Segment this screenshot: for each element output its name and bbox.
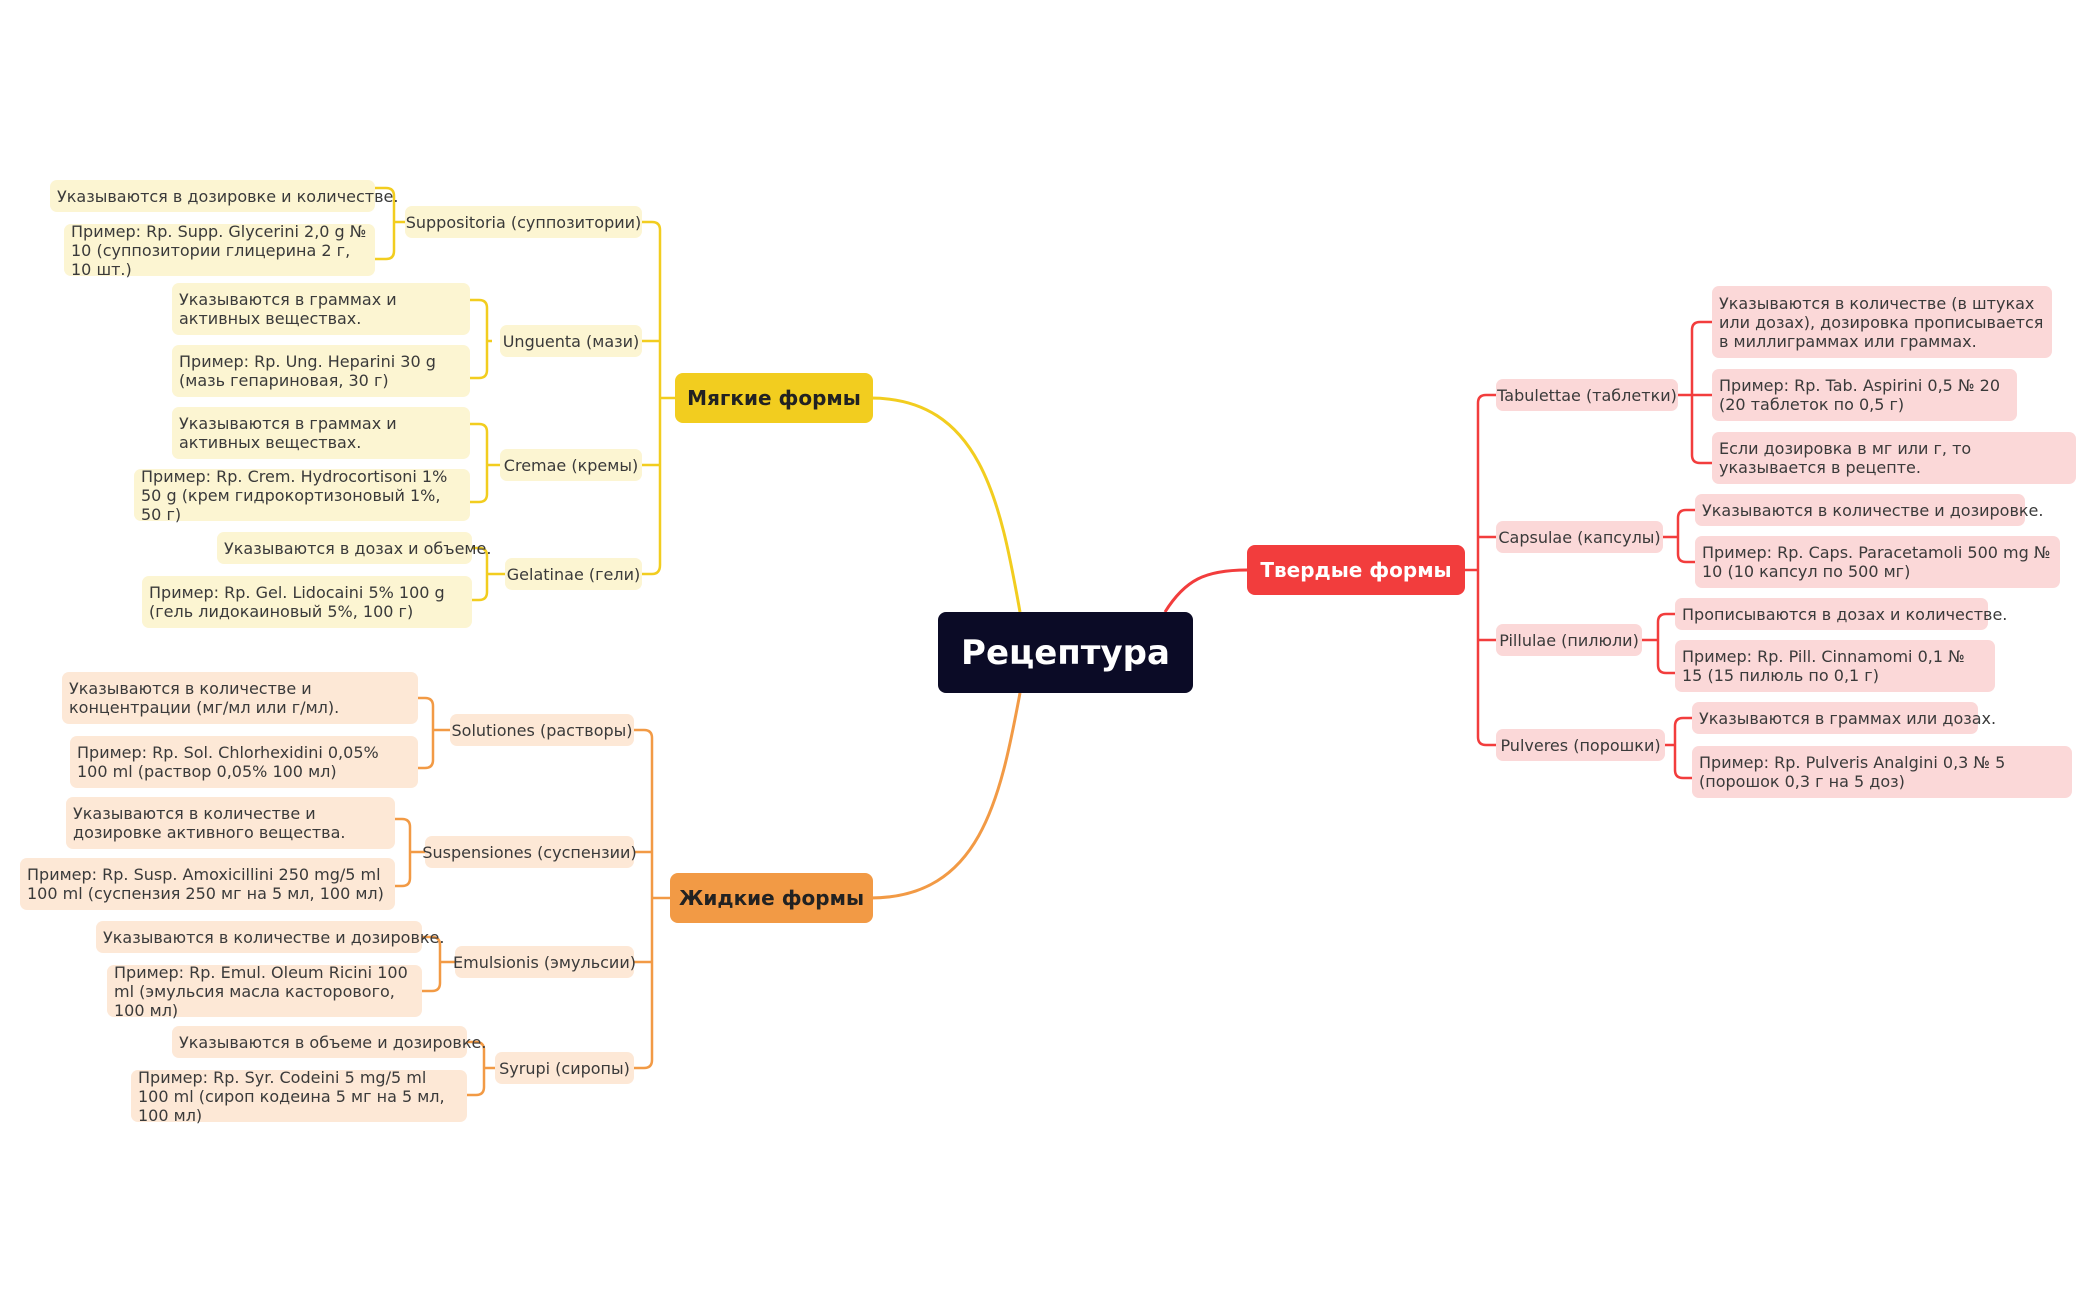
- link-central-solid: [1163, 568, 1248, 613]
- subtopic-syrupi[interactable]: Syrupi (сиропы): [495, 1052, 634, 1084]
- note-pulveres-example[interactable]: Пример: Rp. Pulveris Analgini 0,3 № 5 (п…: [1692, 746, 2072, 798]
- note-tabulettae-rule[interactable]: Если дозировка в мг или г, то указываетс…: [1712, 432, 2076, 484]
- branch-liquid-forms[interactable]: Жидкие формы: [670, 873, 873, 923]
- subtopic-suppositoria[interactable]: Suppositoria (суппозитории): [405, 206, 642, 238]
- note-suppositoria-example[interactable]: Пример: Rp. Supp. Glycerini 2,0 g № 10 (…: [64, 222, 375, 279]
- note-suppositoria-dosage[interactable]: Указываются в дозировке и количестве.: [50, 180, 398, 212]
- note-emulsionis-example[interactable]: Пример: Rp. Emul. Oleum Ricini 100 ml (э…: [107, 963, 422, 1020]
- links-liquid: [395, 696, 670, 1097]
- note-emulsionis-dosage[interactable]: Указываются в количестве и дозировке.: [96, 921, 444, 953]
- subtopic-unguenta[interactable]: Unguenta (мази): [500, 325, 642, 357]
- subtopic-gelatinae[interactable]: Gelatinae (гели): [505, 558, 642, 590]
- subtopic-capsulae[interactable]: Capsulae (капсулы): [1496, 521, 1663, 553]
- note-syrupi-example[interactable]: Пример: Rp. Syr. Codeini 5 mg/5 ml 100 m…: [131, 1068, 467, 1125]
- subtopic-cremae[interactable]: Cremae (кремы): [500, 449, 642, 481]
- note-pulveres-dosage[interactable]: Указываются в граммах или дозах.: [1692, 702, 1996, 734]
- subtopic-solutiones[interactable]: Solutiones (растворы): [450, 714, 634, 746]
- note-pillulae-dosage[interactable]: Прописываются в дозах и количестве.: [1675, 598, 2007, 630]
- subtopic-pulveres[interactable]: Pulveres (порошки): [1496, 729, 1665, 761]
- subtopic-tabulettae[interactable]: Tabulettae (таблетки): [1496, 379, 1678, 411]
- subtopic-emulsionis[interactable]: Emulsionis (эмульсии): [453, 946, 636, 978]
- note-solutiones-example[interactable]: Пример: Rp. Sol. Chlorhexidini 0,05% 100…: [70, 736, 418, 788]
- subtopic-pillulae[interactable]: Pillulae (пилюли): [1496, 624, 1642, 656]
- note-unguenta-dosage[interactable]: Указываются в граммах и активных веществ…: [172, 283, 470, 335]
- note-cremae-example[interactable]: Пример: Rp. Crem. Hydrocortisoni 1% 50 g…: [134, 467, 470, 524]
- note-tabulettae-example[interactable]: Пример: Rp. Tab. Aspirini 0,5 № 20 (20 т…: [1712, 369, 2017, 421]
- note-solutiones-dosage[interactable]: Указываются в количестве и концентрации …: [62, 672, 418, 724]
- note-pillulae-example[interactable]: Пример: Rp. Pill. Cinnamomi 0,1 № 15 (15…: [1675, 640, 1995, 692]
- branch-soft-forms[interactable]: Мягкие формы: [675, 373, 873, 423]
- link-central-liquid: [869, 692, 1022, 900]
- note-capsulae-example[interactable]: Пример: Rp. Caps. Paracetamoli 500 mg № …: [1695, 536, 2060, 588]
- note-syrupi-dosage[interactable]: Указываются в объеме и дозировке.: [172, 1026, 486, 1058]
- links-soft: [375, 186, 675, 602]
- link-central-soft: [869, 396, 1022, 613]
- note-suspensiones-example[interactable]: Пример: Rp. Susp. Amoxicillini 250 mg/5 …: [20, 858, 395, 910]
- branch-solid-forms[interactable]: Твердые формы: [1247, 545, 1465, 595]
- note-cremae-dosage[interactable]: Указываются в граммах и активных веществ…: [172, 407, 470, 459]
- note-gelatinae-example[interactable]: Пример: Rp. Gel. Lidocaini 5% 100 g (гел…: [142, 576, 472, 628]
- note-gelatinae-dosage[interactable]: Указываются в дозах и объеме.: [217, 532, 491, 564]
- central-topic[interactable]: Рецептура: [938, 612, 1193, 693]
- note-capsulae-dosage[interactable]: Указываются в количестве и дозировке.: [1695, 494, 2043, 526]
- subtopic-suspensiones[interactable]: Suspensiones (суспензии): [422, 836, 637, 868]
- note-tabulettae-dosage[interactable]: Указываются в количестве (в штуках или д…: [1712, 286, 2052, 358]
- note-suspensiones-dosage[interactable]: Указываются в количестве и дозировке акт…: [66, 797, 395, 849]
- links-solid: [1465, 320, 1712, 780]
- note-unguenta-example[interactable]: Пример: Rp. Ung. Heparini 30 g (мазь геп…: [172, 345, 470, 397]
